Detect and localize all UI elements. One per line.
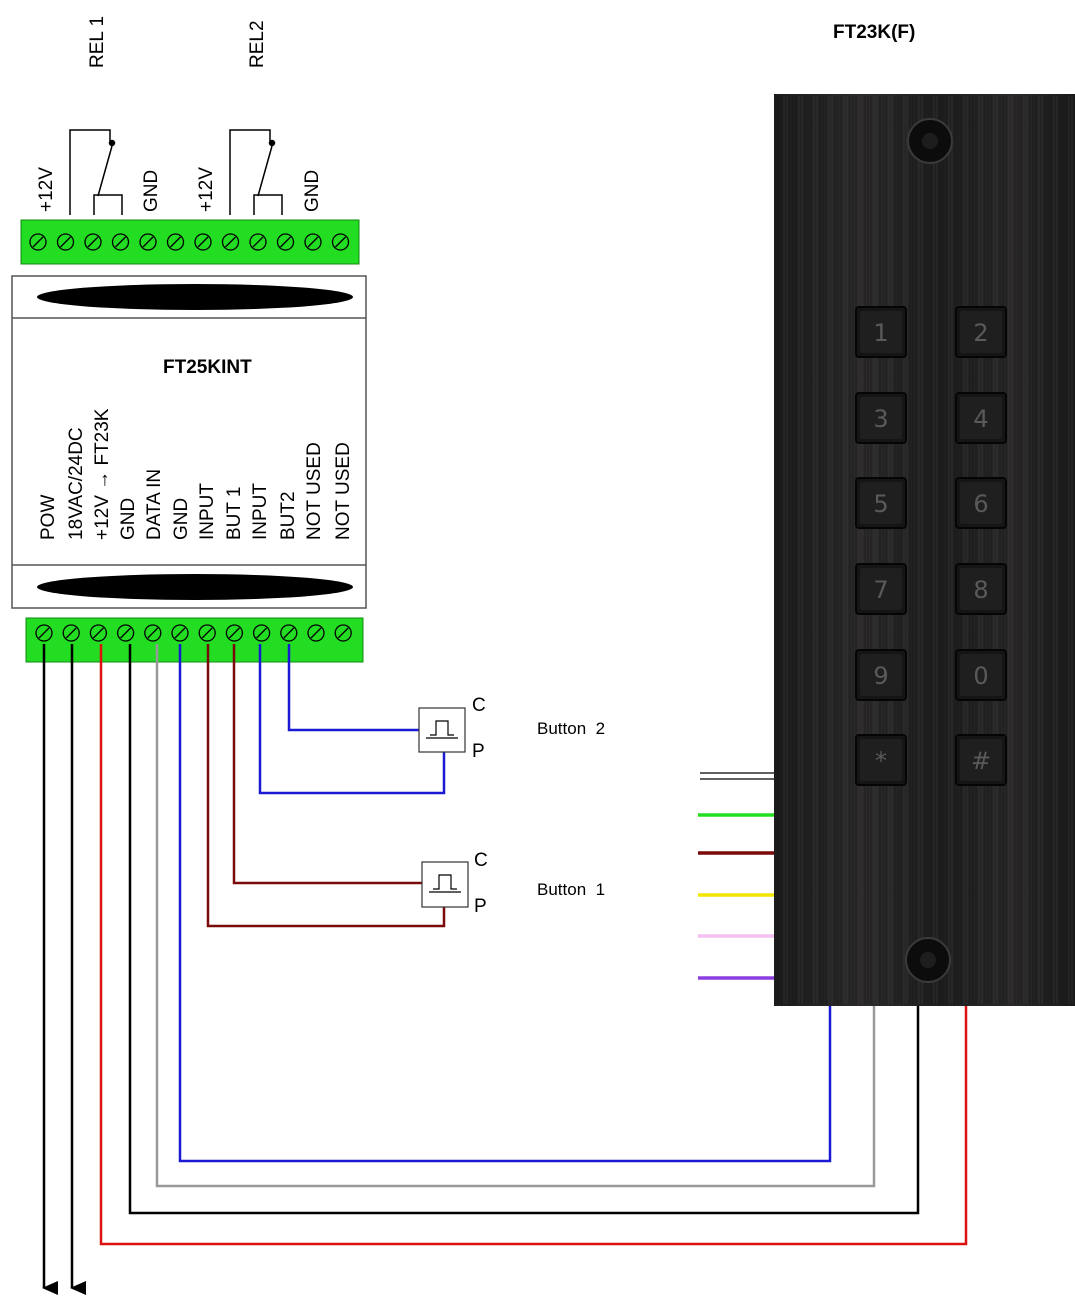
- bottom-terminal-screw-3: [89, 624, 108, 642]
- key-3[interactable]: 3: [855, 392, 907, 444]
- key-label: 7: [873, 576, 888, 604]
- top-terminal-screw-5: [139, 233, 157, 251]
- button-1-label: Button 1: [537, 880, 605, 899]
- key-label: 9: [873, 662, 888, 690]
- bottom-terminal-screw-2: [62, 624, 80, 642]
- button-2-label: Button 2: [537, 719, 605, 738]
- module-slot-top: [37, 284, 353, 310]
- ft23k-keypad-panel: 1 2 3 4 5 6 7 8 9 0 * #: [774, 94, 1075, 1006]
- top-label-gnd-2: GND: [302, 170, 323, 212]
- bottom-terminal-screw-8: [225, 624, 244, 642]
- top-terminal-screw-3: [84, 233, 102, 251]
- wire-blue-gnd: [178, 644, 832, 1163]
- bottom-terminal-screw-6: [171, 624, 189, 642]
- top-terminal-screw-7: [194, 233, 212, 251]
- key-0[interactable]: 0: [955, 649, 1007, 701]
- key-5[interactable]: 5: [855, 477, 907, 529]
- bottom-terminal-screw-7: [198, 624, 216, 642]
- key-star[interactable]: *: [855, 734, 907, 786]
- screw-top: [907, 118, 953, 164]
- bottom-terminal-screw-9: [252, 624, 271, 642]
- pin-label-8: BUT 1: [224, 486, 245, 540]
- keypad-side-wires: [698, 772, 774, 980]
- top-terminal-screw-1: [29, 233, 47, 251]
- relay-2-symbol: [229, 129, 283, 215]
- bottom-terminal-block: [25, 617, 364, 663]
- top-label-gnd-1: GND: [141, 170, 162, 212]
- key-label: 5: [873, 490, 888, 518]
- top-terminal-screw-10: [276, 233, 295, 251]
- pin-label-11: NOT USED: [304, 442, 325, 540]
- key-2[interactable]: 2: [955, 306, 1007, 358]
- key-label: 8: [973, 576, 988, 604]
- button-1-contact-c: C: [474, 850, 488, 871]
- wire-gray-data: [155, 644, 876, 1188]
- wire-input-but1: [206, 644, 446, 928]
- key-8[interactable]: 8: [955, 563, 1007, 615]
- wires: [42, 644, 968, 1295]
- top-terminal-screw-6: [166, 233, 185, 251]
- top-terminal-screw-4: [111, 233, 130, 251]
- key-hash[interactable]: #: [955, 734, 1007, 786]
- bottom-terminal-screw-1: [35, 624, 53, 642]
- top-terminal-screw-2: [56, 233, 75, 251]
- top-terminal-screw-11: [304, 233, 322, 251]
- top-terminal-screw-9: [249, 233, 267, 251]
- relay-1-symbol: [69, 129, 123, 215]
- pin-label-10: BUT2: [278, 491, 299, 540]
- top-label-12v-1: +12V: [36, 167, 57, 212]
- rel2-label: REL2: [247, 20, 268, 68]
- pin-label-1: POW: [38, 495, 59, 540]
- button-2-contact-c: C: [472, 695, 486, 716]
- button-1-contact-p: P: [474, 896, 487, 917]
- pin-label-9: INPUT: [250, 483, 271, 540]
- pin-label-7: INPUT: [197, 483, 218, 540]
- keypad-title: FT23K(F): [833, 22, 915, 43]
- pin-label-3: +12V → FT23K: [92, 408, 113, 540]
- key-label: 6: [973, 490, 988, 518]
- top-terminal-block: [20, 219, 360, 265]
- key-label: 1: [873, 319, 888, 347]
- wire-red-12v: [99, 644, 968, 1246]
- pin-label-5: DATA IN: [144, 469, 165, 540]
- top-terminal-screw-12: [331, 233, 350, 251]
- bottom-terminal-screw-4: [116, 624, 135, 642]
- module-slot-bottom: [37, 574, 353, 600]
- screw-bottom: [905, 937, 951, 983]
- key-label: 2: [973, 319, 988, 347]
- top-terminal-screw-8: [221, 233, 240, 251]
- rel1-label: REL 1: [87, 16, 108, 68]
- button-1-symbol: [421, 861, 469, 908]
- pin-label-2: 18VAC/24DC: [66, 427, 87, 540]
- key-7[interactable]: 7: [855, 563, 907, 615]
- key-label: 0: [973, 662, 988, 690]
- top-label-12v-2: +12V: [196, 167, 217, 212]
- button-2-symbol: [418, 707, 466, 753]
- bottom-terminal-screw-12: [334, 624, 352, 642]
- pin-label-12: NOT USED: [333, 442, 354, 540]
- wire-but1: [232, 644, 422, 885]
- bottom-terminal-screw-10: [280, 624, 298, 642]
- ft25kint-module: [11, 275, 367, 609]
- bottom-terminal-screw-11: [307, 624, 325, 642]
- wire-black-gnd: [128, 644, 920, 1215]
- key-6[interactable]: 6: [955, 477, 1007, 529]
- key-label: #: [971, 747, 991, 775]
- key-4[interactable]: 4: [955, 392, 1007, 444]
- module-title: FT25KINT: [163, 357, 252, 378]
- bottom-terminal-screw-5: [144, 624, 162, 642]
- wire-but2: [287, 644, 419, 732]
- wire-input-but2: [258, 644, 446, 795]
- key-1[interactable]: 1: [855, 306, 907, 358]
- key-label: 3: [873, 405, 888, 433]
- key-label: 4: [973, 405, 988, 433]
- key-label: *: [875, 747, 887, 775]
- key-9[interactable]: 9: [855, 649, 907, 701]
- pin-label-4: GND: [118, 498, 139, 540]
- pin-label-6: GND: [171, 498, 192, 540]
- button-2-contact-p: P: [472, 741, 485, 762]
